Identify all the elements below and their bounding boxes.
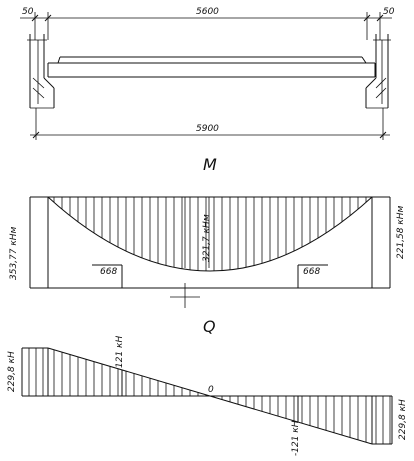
moment-curve <box>47 196 373 272</box>
top-dimension-line <box>20 12 392 40</box>
shear-lower-value: -121 кН <box>291 420 301 456</box>
dim-span: 5600 <box>196 7 219 17</box>
dim-right-support: 50 <box>383 7 395 17</box>
moment-center-value: 321,7 кНм <box>202 214 212 262</box>
shear-diagram: Q 229,8 кН 121 кН 0 -121 кН 229,8 кН <box>7 317 408 456</box>
moment-hatching <box>53 197 367 271</box>
shear-upper-value: 121 кН <box>115 336 125 368</box>
moment-right-value: 221,58 кНм <box>396 205 406 259</box>
shear-frame <box>21 347 393 445</box>
right-support-column <box>365 34 391 109</box>
moment-diagram: M 353,77 кНм 321,7 кНм <box>9 155 406 308</box>
dim-total: 5900 <box>196 124 219 134</box>
shear-title: Q <box>203 317 216 336</box>
beam-body <box>47 56 376 78</box>
shear-right-value: 229,8 кН <box>398 399 408 440</box>
left-support-column <box>27 34 55 109</box>
crosshair-marker <box>170 283 200 308</box>
moment-left-value: 353,77 кНм <box>9 226 19 280</box>
bottom-dimension-line <box>30 108 390 140</box>
shear-hatching <box>21 348 391 444</box>
moment-frame <box>29 196 391 289</box>
moment-left-offset: 668 <box>100 267 117 277</box>
moment-right-offset: 668 <box>303 267 320 277</box>
shear-zero-value: 0 <box>208 385 214 395</box>
dim-left-support: 50 <box>22 7 34 17</box>
beam-elevation: 50 5600 50 <box>20 7 395 140</box>
shear-left-value: 229,8 кН <box>7 351 17 392</box>
moment-title: M <box>203 155 217 174</box>
